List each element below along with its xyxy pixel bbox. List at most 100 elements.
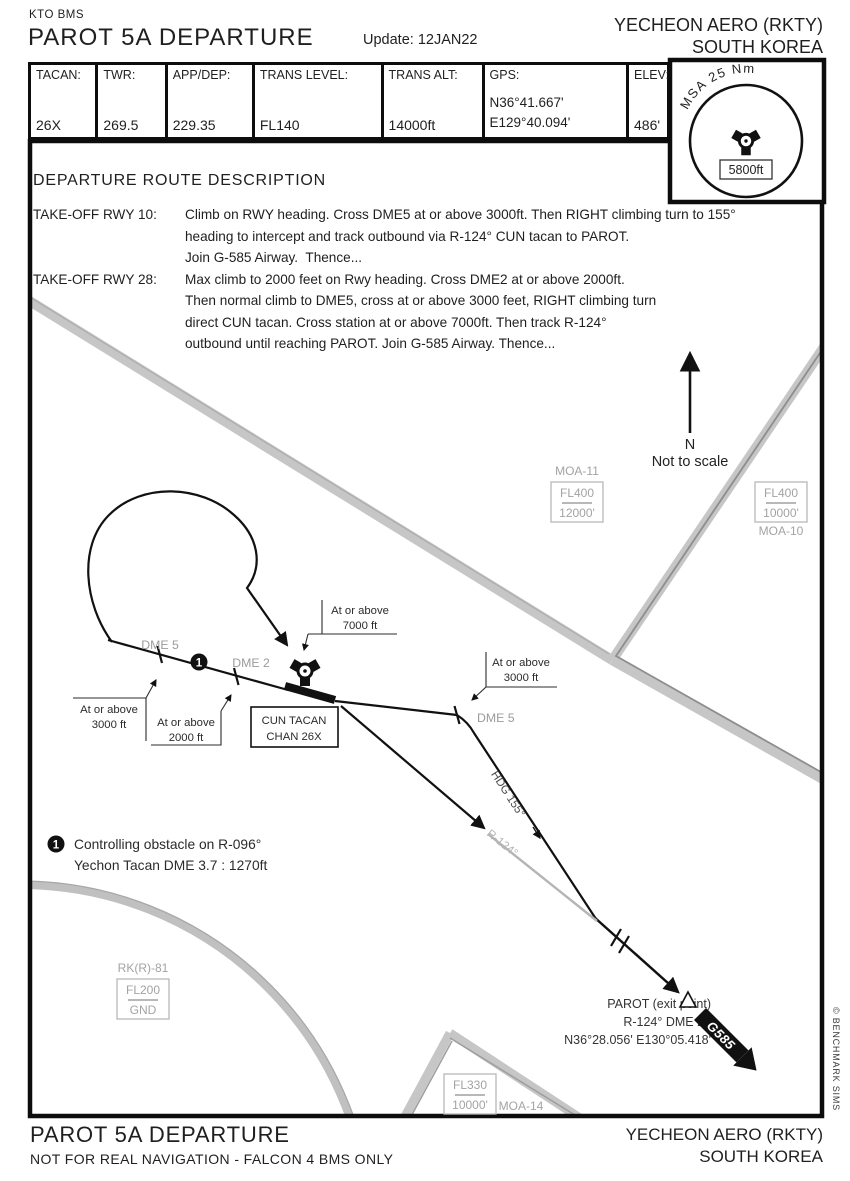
tacan-value: 26X: [36, 117, 61, 133]
moa11-name: MOA-11: [555, 464, 599, 478]
svg-text:1: 1: [196, 658, 203, 670]
gps-lat: N36°41.667': [489, 95, 564, 110]
exit-point-triangle: [678, 990, 698, 1008]
callout-7000: [302, 600, 397, 652]
callout-7000-line2: 7000 ft: [343, 620, 378, 632]
airspace-rkr81: RK(R)-81 FL200 GND: [116, 961, 170, 1020]
north-arrow: N Not to scale: [652, 350, 728, 470]
copyright-label: © BENCHMARK SIMS: [831, 1007, 841, 1111]
moa10-name: MOA-10: [759, 524, 804, 538]
rwy28-line: direct CUN tacan. Cross station at or ab…: [185, 314, 607, 330]
tacan-label: TACAN:: [36, 68, 81, 82]
airspace-moa10: FL400 10000' MOA-10: [754, 481, 808, 538]
update-date: Update: 12JAN22: [363, 32, 478, 48]
moa14-name: MOA-14: [499, 1099, 544, 1113]
callout-7000-line1: At or above: [331, 605, 389, 617]
exit-point-line1: PAROT (exit point): [607, 997, 711, 1011]
info-cell-twr: TWR: 269.5: [98, 65, 168, 137]
callout-3000-right: [471, 652, 557, 701]
msa-box: MSA 25 Nm 5800ft: [667, 57, 827, 205]
twr-value: 269.5: [103, 117, 139, 133]
callout-3000-left-line1: At or above: [80, 704, 138, 716]
country-name: SOUTH KOREA: [691, 37, 823, 57]
moa14-bottom: 10000': [452, 1098, 488, 1112]
appdep-label: APP/DEP:: [172, 68, 231, 82]
airport-name: YECHEON AERO (RKTY): [613, 15, 823, 35]
transalt-label: TRANS ALT:: [388, 68, 458, 82]
rkr81-top: FL200: [126, 983, 160, 997]
runway-symbol: [283, 682, 337, 704]
moa10-bottom: 10000': [763, 506, 799, 520]
takeoff-rwy28-entry: TAKE-OFF RWY 28: Max climb to 2000 feet …: [33, 269, 819, 355]
rwy28-line: Max climb to 2000 feet on Rwy heading. C…: [185, 271, 625, 287]
callout-3000-right-line1: At or above: [492, 657, 550, 669]
callout-2000: [151, 694, 232, 746]
climbing-turn-loop: [87, 490, 289, 647]
dme5-right-tick: [453, 705, 461, 725]
header-airport-block: YECHEON AERO (RKTY) SOUTH KOREA: [614, 14, 823, 58]
final-to-parot-line: [593, 916, 680, 994]
transalt-value: 14000ft: [388, 117, 436, 133]
north-letter: N: [685, 437, 695, 453]
callout-3000-right-line2: 3000 ft: [504, 672, 539, 684]
map-border: [27, 138, 825, 1119]
info-cell-elev: ELEV: 486': [629, 65, 669, 137]
callout-2000-line1: At or above: [157, 717, 215, 729]
svg-text:1: 1: [53, 840, 60, 852]
mileage-break-slash: [610, 928, 622, 947]
fix-label-dme5-left: DME 5: [141, 638, 179, 652]
translevel-value: FL140: [259, 117, 300, 133]
hdg155-line: [456, 714, 597, 920]
route-description: DEPARTURE ROUTE DESCRIPTION TAKE-OFF RWY…: [33, 172, 819, 355]
navaid-box-line2: CHAN 26X: [266, 731, 322, 743]
r124-label: R-124°: [484, 828, 519, 860]
terrain-roads: [30, 295, 822, 1116]
msa-altitude: 5800ft: [729, 163, 764, 177]
moa11-bottom: 12000': [559, 506, 595, 520]
tacan-station-icon: [289, 659, 321, 686]
hdg-direction-arrow: [532, 826, 541, 840]
program-label: KTO BMS: [29, 9, 85, 21]
rkr81-name: RK(R)-81: [118, 961, 169, 975]
rwy10-line: heading to intercept and track outbound …: [185, 228, 630, 244]
r124-radial-gray-line: [487, 833, 598, 922]
info-cell-tacan: TACAN: 26X: [31, 65, 99, 137]
fix-label-dme5-right: DME 5: [477, 711, 515, 725]
info-strip: TACAN: 26X TWR: 269.5 APP/DEP: 229.35 TR…: [28, 62, 670, 140]
takeoff-rwy10-entry: TAKE-OFF RWY 10: Climb on RWY heading. C…: [33, 204, 819, 269]
fix-label-dme2: DME 2: [232, 656, 270, 670]
moa11-top: FL400: [560, 486, 594, 500]
rwy10-line: Climb on RWY heading. Cross DME5 at or a…: [185, 207, 736, 222]
hdg155-label: HDG 155°: [488, 769, 527, 820]
translevel-label: TRANS LEVEL:: [259, 68, 349, 82]
msa-tacan-icon: [731, 129, 761, 156]
obstacle-note-line2: Yechon Tacan DME 3.7 : 1270ft: [74, 858, 267, 873]
exit-point-line3: N36°28.056' E130°05.418': [564, 1033, 711, 1047]
exit-point-line2: R-124° DME 25: [623, 1015, 711, 1029]
elev-value: 486': [634, 117, 661, 133]
callout-3000-left: [73, 679, 157, 741]
info-cell-gps: GPS: N36°41.667' E129°40.094': [485, 65, 629, 137]
mileage-break-slash: [618, 935, 630, 954]
rwy28-label: TAKE-OFF RWY 28:: [33, 271, 157, 287]
rwy10-text: Climb on RWY heading. Cross DME5 at or a…: [185, 204, 736, 269]
rwy28-line: outbound until reaching PAROT. Join G-58…: [185, 336, 556, 351]
elev-label: ELEV:: [634, 68, 669, 82]
footer-title: PAROT 5A DEPARTURE: [30, 1122, 290, 1147]
twr-label: TWR:: [103, 68, 136, 82]
r124-black-line: [340, 705, 486, 830]
moa14-top: FL330: [453, 1078, 487, 1092]
gps-lon: E129°40.094': [489, 115, 571, 130]
rkr81-bottom: GND: [130, 1003, 157, 1017]
footer-country: SOUTH KOREA: [699, 1147, 823, 1166]
footer-airport-block: YECHEON AERO (RKTY) SOUTH KOREA: [626, 1124, 823, 1168]
rwy10-line: Join G-585 Airway. Thence...: [185, 250, 363, 265]
rwy10-label: TAKE-OFF RWY 10:: [33, 207, 157, 222]
navaid-box-line1: CUN TACAN: [262, 715, 327, 727]
info-cell-appdep: APP/DEP: 229.35: [168, 65, 255, 137]
obstacle-marker: 1: [190, 653, 208, 671]
airspace-moa11: MOA-11 FL400 12000': [550, 464, 604, 523]
obstacle-note-line1: Controlling obstacle on R-096°: [74, 837, 261, 852]
